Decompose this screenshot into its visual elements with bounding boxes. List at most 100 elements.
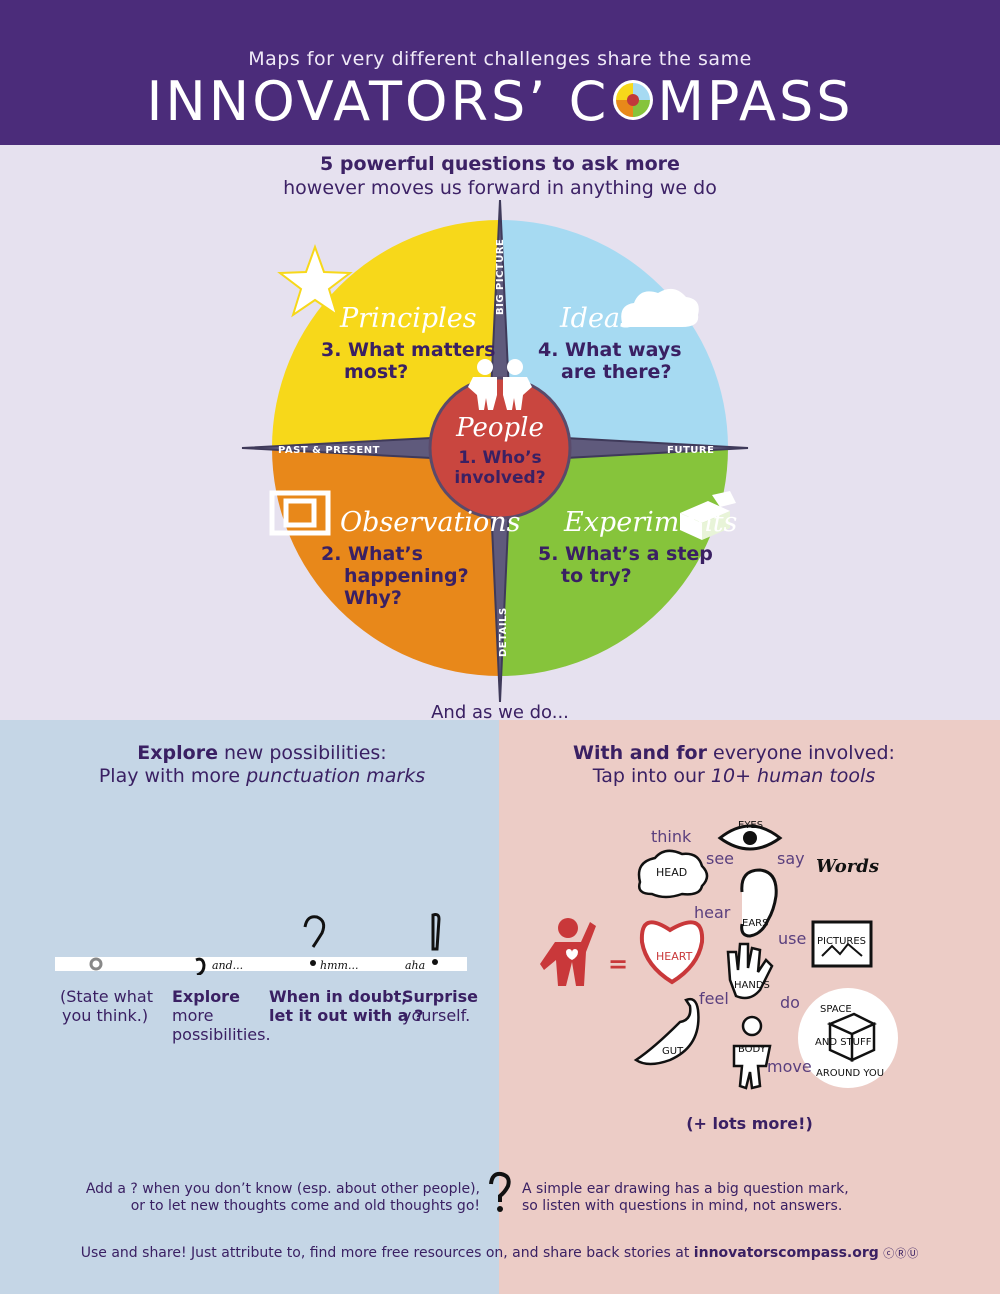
observations-question-3: Why? (344, 587, 402, 609)
tools-panel (499, 720, 1000, 1294)
tools-heading-rest: everyone involved: (706, 742, 895, 764)
label-body: BODY (738, 1044, 767, 1055)
ear-icon (740, 868, 778, 938)
principles-question-2: most? (344, 361, 409, 383)
lots-more: (+ lots more!) (686, 1114, 813, 1133)
comma-mark (195, 957, 206, 975)
principles-title: Principles (340, 303, 477, 334)
quadrant-ideas (500, 220, 728, 448)
explore-sub-italic: punctuation marks (246, 765, 426, 787)
explore-heading: Explore new possibilities: (0, 742, 524, 764)
exclamation-mark (431, 913, 441, 951)
experiments-question-2: to try? (561, 565, 632, 587)
equals-sign: = (608, 950, 628, 978)
header-subtitle: Maps for very different challenges share… (248, 48, 752, 70)
label-heart: HEART (656, 950, 693, 963)
header-banner: Maps for very different challenges share… (0, 0, 1000, 145)
label-hands: HANDS (734, 980, 770, 991)
label-head: HEAD (656, 866, 687, 879)
caption-explore-1: Explore (172, 987, 240, 1006)
caption-state-1: (State what (60, 987, 153, 1006)
mark-aha: aha (405, 959, 425, 972)
ideas-question-2: are there? (561, 361, 672, 383)
footer-text: Use and share! Just attribute to, find m… (80, 1245, 694, 1261)
caption-explore-3: possibilities. (172, 1025, 271, 1044)
label-words: Words (816, 856, 879, 877)
caption-state-2: you think.) (62, 1006, 149, 1025)
note-right-2: so listen with questions in mind, not an… (522, 1198, 843, 1214)
word-hear: hear (694, 903, 731, 922)
word-feel: feel (699, 989, 729, 1008)
label-around-you: AROUND YOU (816, 1068, 884, 1079)
question-mark (303, 915, 326, 948)
quadrant-principles (272, 220, 500, 448)
word-move: move (767, 1057, 812, 1076)
tools-sub-plain: Tap into our (592, 765, 711, 787)
note-left: Add a ? when you don’t know (esp. about … (0, 1181, 480, 1215)
note-right: A simple ear drawing has a big question … (522, 1181, 942, 1215)
space-icon (798, 988, 898, 1088)
heart-icon (639, 920, 705, 985)
caption-doubt: When in doubt, let it out with a ? (269, 987, 423, 1025)
title-part-1: INNOVATORS’ C (146, 70, 610, 133)
star-icon (277, 244, 353, 318)
word-say: say (777, 849, 805, 868)
caption-surprise-2: yourself. (402, 1006, 471, 1025)
compass-logo-icon (611, 72, 655, 120)
people-question: 1. Who’s involved? (454, 448, 546, 488)
ideas-title: Ideas (560, 303, 634, 334)
footer: Use and share! Just attribute to, find m… (0, 1245, 1000, 1261)
tools-subheading: Tap into our 10+ human tools (499, 765, 969, 787)
period-mark (89, 957, 103, 971)
explore-panel (0, 720, 499, 1294)
hand-icon (726, 942, 774, 1000)
gut-icon (633, 997, 700, 1066)
word-do: do (780, 993, 800, 1012)
caption-state: (State what you think.) (60, 987, 153, 1025)
footer-link[interactable]: innovatorscompass.org (693, 1245, 879, 1261)
caption-explore-2: more (172, 1006, 214, 1025)
caption-surprise: Surprise yourself. (402, 987, 478, 1025)
caption-explore: Explore more possibilities. (172, 987, 271, 1044)
label-gut: GUT (662, 1046, 684, 1057)
axis-label-top: BIG PICTURE (495, 239, 506, 315)
note-left-2: or to let new thoughts come and old thou… (130, 1198, 480, 1214)
frame-icon (269, 490, 331, 536)
axis-label-bottom: DETAILS (498, 607, 509, 657)
explore-sub-plain: Play with more (98, 765, 247, 787)
axis-label-left: PAST & PRESENT (278, 445, 380, 456)
experiments-question-1: 5. What’s a step (538, 543, 713, 565)
observations-question-2: happening? (344, 565, 469, 587)
quadrant-experiments (500, 448, 728, 676)
head-icon (637, 849, 709, 899)
people-title: People (456, 413, 544, 443)
tools-heading-bold: With and for (573, 742, 707, 764)
box-icon (680, 491, 736, 540)
tools-sub-italic: 10+ human tools (710, 765, 876, 787)
observations-title: Observations (340, 507, 521, 538)
people-icon (468, 359, 532, 410)
note-right-1: A simple ear drawing has a big question … (522, 1181, 849, 1197)
cloud-icon (621, 288, 699, 328)
intro-headline: 5 powerful questions to ask more (320, 153, 680, 175)
punctuation-bar: and... hmm... aha (55, 913, 467, 975)
compass-diagram: BIG PICTURE DETAILS PAST & PRESENT FUTUR… (241, 199, 749, 703)
caption-surprise-1: Surprise (402, 987, 479, 1006)
label-space: SPACE (820, 1004, 852, 1015)
and-as-we-do: And as we do... (431, 702, 569, 723)
explore-heading-rest: new possibilities: (217, 742, 387, 764)
mark-hmm: hmm... (320, 959, 358, 972)
body-icon (732, 1015, 772, 1090)
word-think: think (651, 827, 692, 846)
principles-question-1: 3. What matters (321, 339, 496, 361)
caption-doubt-2: let it out with a ? (269, 1006, 424, 1025)
word-use: use (778, 929, 806, 948)
observations-question-1: 2. What’s (321, 543, 423, 565)
people-circle (428, 376, 572, 520)
license-icon: ⓒⓇⓊ (883, 1247, 920, 1260)
big-question-icon (489, 1171, 511, 1212)
human-tools-illustration: = HEAD EYES Words EARS PICTURES HEART HA… (540, 820, 898, 1090)
note-left-1: Add a ? when you don’t know (esp. about … (85, 1181, 480, 1197)
pictures-icon (811, 920, 873, 968)
